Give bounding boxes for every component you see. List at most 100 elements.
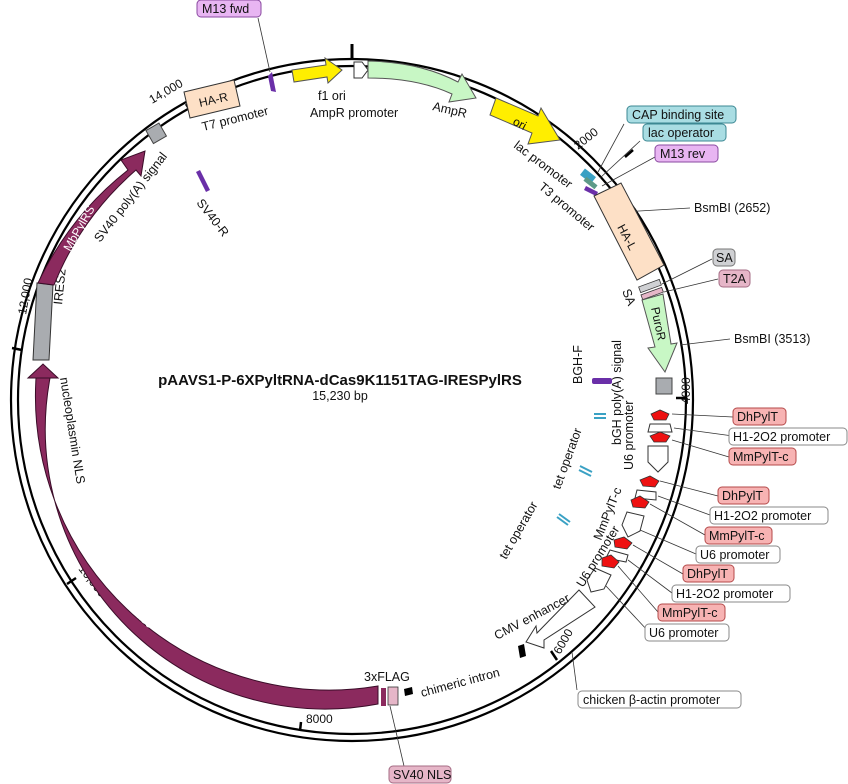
u6-promoter-1-feature [647, 445, 669, 473]
mmpylt-1-label: MmPylT-c [733, 450, 789, 464]
u6b-label: U6 promoter [649, 626, 718, 640]
tet-operator-label-2: tet operator [496, 499, 540, 561]
u6a-leader [639, 529, 697, 555]
mmpylt-3-feature [601, 554, 620, 569]
mmpylt-1-feature [649, 431, 671, 443]
dhpylt-1-label: DhPylT [737, 410, 778, 424]
sv40-r-label: SV40-R [194, 196, 232, 239]
ori-feature [489, 97, 561, 145]
u6b-leader [605, 585, 649, 632]
m13-fwd-label: M13 fwd [202, 2, 249, 16]
mmpylt-1-box [728, 447, 797, 466]
cba-box [577, 690, 742, 709]
puror-label: PuroR [648, 306, 669, 343]
bgh-f-primer [592, 378, 612, 384]
bsmbi-3513-label: BsmBI (3513) [734, 332, 810, 346]
m13-fwd-primer [268, 72, 276, 92]
mmpylt-2-feature [630, 495, 650, 509]
tick-label-2000: 2000 [571, 125, 601, 153]
dhpylt-2-feature [639, 475, 660, 488]
tick-mark-12000 [11, 346, 23, 352]
cas9-arrowhead [26, 363, 60, 379]
sa-inner-label: SA [619, 287, 638, 308]
backbone-outer-ring [9, 57, 695, 743]
mmpylt-3-leader [617, 565, 659, 613]
u6a-label: U6 promoter [700, 548, 769, 562]
bsmbi-2652-label: BsmBI (2652) [694, 201, 770, 215]
sv40-nls-leader [389, 705, 405, 767]
sv40-nls-box [388, 765, 452, 784]
u6-promoter-2-feature [621, 511, 645, 538]
cap-label: CAP binding site [632, 108, 724, 122]
m13-rev-label: M13 rev [660, 147, 706, 161]
plasmid-name: pAAVS1-P-6XPyltRNA-dCas9K1151TAG-IRESPyl… [158, 372, 522, 389]
dhpylt-1-feature [650, 409, 670, 421]
lac-operator-feature [583, 176, 598, 190]
h1-3-label: H1-2O2 promoter [676, 587, 773, 601]
ires2-feature [32, 282, 54, 361]
u6a-box [695, 545, 781, 564]
sa-feature [638, 278, 662, 294]
dhpylt-2-label: DhPylT [722, 489, 763, 503]
bsmbi-3513-leader [679, 338, 731, 346]
plasmid-size: 15,230 bp [312, 389, 368, 403]
m13-rev-box [654, 144, 719, 163]
h1-promoter-1-feature [647, 423, 673, 433]
tick-label-14000: 14,000 [147, 76, 186, 107]
ori-label: ori [511, 114, 529, 133]
sa-label: SA [716, 251, 733, 265]
chimeric-intron-label: chimeric intron [419, 665, 501, 700]
h1-2-box [709, 506, 829, 525]
cba-label: chicken β-actin promoter [583, 693, 720, 707]
sa-box [712, 248, 736, 267]
3xflag-label: 3xFLAG [364, 670, 410, 684]
chimeric-intron-marker [518, 644, 526, 658]
tick-mark-10000 [66, 576, 77, 586]
mmpylt-2-label: MmPylT-c [709, 529, 765, 543]
dhpylt-2-leader [659, 480, 719, 497]
h1-1-box [728, 427, 848, 446]
m13-rev-leader [601, 156, 656, 187]
sv40-polya-feature [145, 122, 168, 145]
dhpylt-2-box [717, 486, 770, 505]
tet-operator-label-1: tet operator [550, 426, 585, 491]
t2a-label: T2A [723, 272, 747, 286]
bgh-polya-feature [655, 377, 673, 395]
tick-label-8000: 8000 [306, 712, 333, 726]
sa-leader [661, 258, 713, 285]
ampr-label: AmpR [431, 99, 468, 120]
tet-operator-1-feature [594, 413, 606, 419]
dhpylt-3-feature [613, 536, 633, 550]
tick-mark-2000 [624, 149, 634, 158]
tick-label-4000: 4000 [679, 377, 693, 404]
ha-l-feature [593, 182, 665, 281]
dhpylt-1-box [732, 407, 787, 426]
tick-mark-6000 [549, 650, 559, 661]
ampr-promoter-feature [353, 61, 369, 79]
u6-promoter-3-feature [586, 567, 612, 593]
tet-operator-3-feature [556, 513, 571, 526]
mbpylrs-feature [37, 150, 146, 286]
cmv-enhancer-feature [525, 589, 596, 649]
mmpylt-2-leader [649, 503, 706, 536]
ampr-feature [367, 60, 477, 103]
cas9-feature [34, 377, 379, 710]
h1-3-box [671, 584, 791, 603]
u6-inner-label: U6 promoter [622, 401, 636, 470]
puror-feature [641, 293, 678, 374]
tick-mark-8000 [298, 721, 303, 732]
mmpylt-1-leader [671, 439, 730, 458]
lac-operator-label: lac operator [648, 126, 714, 140]
h1-2-label: H1-2O2 promoter [714, 509, 811, 523]
nucleoplasmin-nls-label: nucleoplasmin NLS [57, 376, 88, 485]
lac-operator-leader [599, 140, 641, 179]
sv40-nls-feature [387, 686, 399, 706]
h1-1-leader [673, 427, 734, 437]
t2a-feature [640, 286, 664, 301]
cap-leader [597, 123, 625, 173]
dhpylt-3-leader [632, 544, 684, 575]
f1-ori-feature [291, 56, 343, 84]
backbone-inner-ring [16, 64, 688, 736]
